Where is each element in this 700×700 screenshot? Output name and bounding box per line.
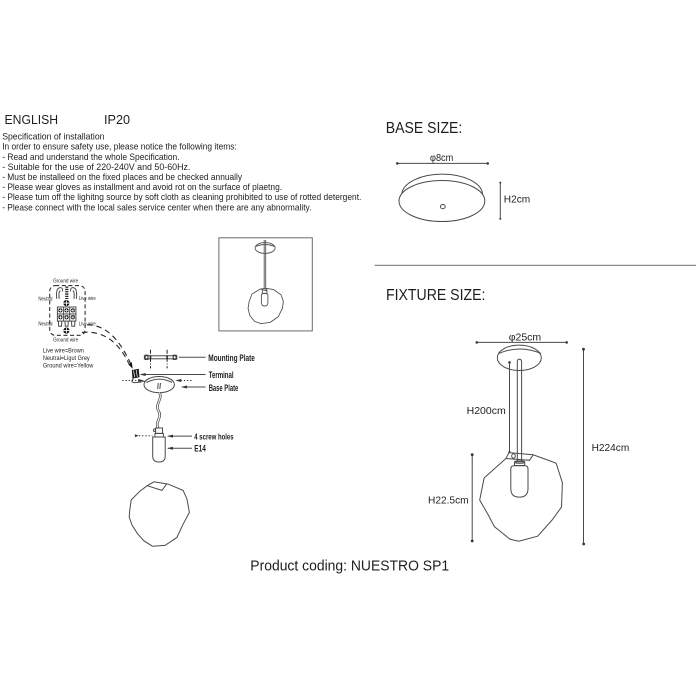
svg-text:- Suitable for the use of 220-: - Suitable for the use of 220-240V and 5… [2, 162, 190, 173]
svg-text:Neutral=Ligut Grey: Neutral=Ligut Grey [43, 355, 90, 362]
svg-text:E14: E14 [194, 444, 206, 454]
svg-text:BASE SIZE:: BASE SIZE: [386, 120, 463, 137]
svg-text:H22.5cm: H22.5cm [428, 494, 469, 506]
svg-text:Product coding: NUESTRO SP1: Product coding: NUESTRO SP1 [250, 558, 449, 575]
svg-text:φ25cm: φ25cm [509, 332, 542, 344]
svg-text:Base Plate: Base Plate [209, 383, 239, 394]
svg-text:Neutral: Neutral [38, 321, 52, 327]
svg-text:Ground wire: Ground wire [53, 337, 78, 343]
svg-text:Ground wire=Yellow: Ground wire=Yellow [43, 362, 93, 369]
svg-text:- Please wear gloves as instal: - Please wear gloves as installment and … [2, 182, 282, 193]
svg-text:In order to ensure safety use,: In order to ensure safety use, please no… [2, 142, 237, 153]
svg-text:H2cm: H2cm [504, 194, 531, 206]
svg-text:ENGLISH: ENGLISH [5, 112, 59, 127]
svg-text:- Please connect with the loca: - Please connect with the local sales se… [2, 202, 311, 213]
svg-text:4 screw holes: 4 screw holes [194, 432, 233, 442]
svg-text:IP20: IP20 [104, 112, 130, 127]
svg-text:Live wire: Live wire [79, 296, 96, 302]
svg-text:- Read and understand the whol: - Read and understand the whole Specific… [2, 152, 179, 163]
svg-text:Specification of installation: Specification of installation [2, 132, 104, 143]
svg-text:Neutral: Neutral [38, 296, 52, 302]
svg-text:H200cm: H200cm [467, 405, 506, 417]
svg-text:H224cm: H224cm [592, 442, 630, 454]
svg-text:φ8cm: φ8cm [430, 152, 454, 164]
svg-text:Ground wire: Ground wire [53, 278, 78, 284]
svg-text:Terminal: Terminal [209, 370, 234, 381]
svg-text:- Must be installeed on the fi: - Must be installeed on the fixed places… [2, 172, 242, 183]
svg-text:Mounting Plate: Mounting Plate [208, 353, 255, 364]
svg-text:FIXTURE SIZE:: FIXTURE SIZE: [386, 287, 485, 304]
svg-text:- Please tum off the lighitng: - Please tum off the lighitng source by … [2, 192, 361, 203]
svg-text:Live wire=Brown: Live wire=Brown [43, 347, 84, 354]
